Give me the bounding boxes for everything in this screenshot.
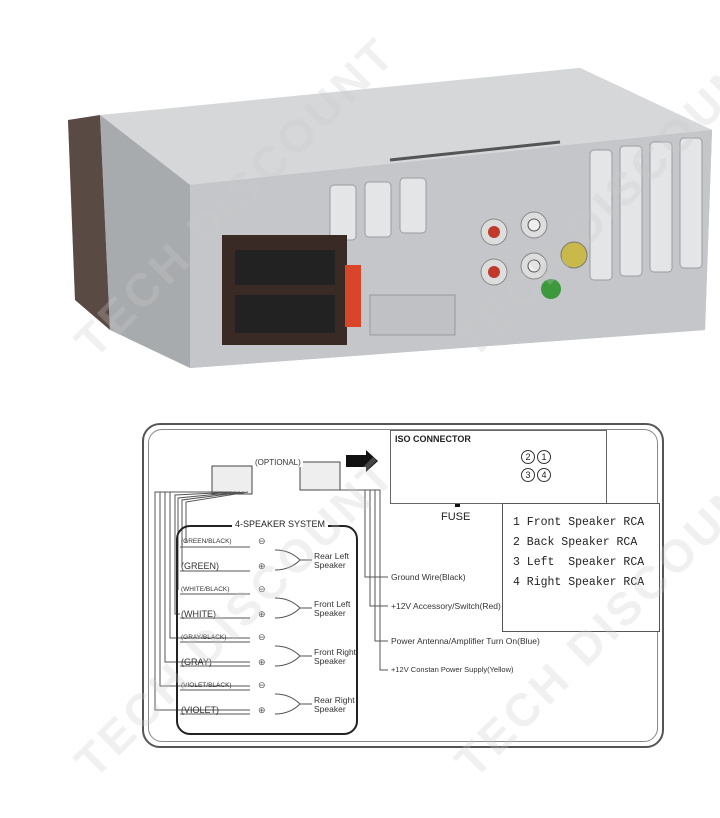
- output-wire-label: Ground Wire(Black): [391, 572, 466, 582]
- minus-icon: ⊖: [258, 680, 266, 690]
- plus-icon: ⊕: [258, 609, 266, 619]
- arrow-right-icon: [346, 450, 378, 472]
- rca-legend-item: 3 Left Speaker RCA: [513, 556, 645, 569]
- plus-icon: ⊕: [258, 705, 266, 715]
- wiring-diagram-frame: [142, 423, 664, 748]
- car-radio-photo: [68, 68, 712, 368]
- rca-number: 3: [521, 468, 535, 482]
- rca-number: 1: [537, 450, 551, 464]
- rca-legend-item: 1 Front Speaker RCA: [513, 516, 645, 529]
- output-wire-label: Power Antenna/Amplifier Turn On(Blue): [391, 636, 540, 646]
- fuse: [345, 265, 361, 327]
- front-panel-edge: [68, 115, 110, 330]
- rca-legend-item: 2 Back Speaker RCA: [513, 536, 638, 549]
- output-wire-label: +12V Constan Power Supply(Yellow): [391, 665, 514, 674]
- wire-label: (VIOLET/BLACK): [181, 682, 232, 689]
- rca-jacks: [480, 211, 548, 286]
- wire-label: (GRAY): [181, 657, 212, 667]
- wire-label: (WHITE): [181, 609, 216, 619]
- minus-icon: ⊖: [258, 536, 266, 546]
- qc-sticker: [541, 279, 561, 299]
- minus-icon: ⊖: [258, 584, 266, 594]
- wire-label: (VIOLET): [181, 705, 220, 715]
- wire-label: (WHITE/BLACK): [181, 586, 230, 593]
- output-wire-label: +12V Accessory/Switch(Red): [391, 601, 501, 611]
- iso-connector-title: ISO CONNECTOR: [395, 434, 471, 444]
- plus-icon: ⊕: [258, 561, 266, 571]
- rca-number: 4: [537, 468, 551, 482]
- antenna-socket: [560, 241, 588, 269]
- rca-legend-box: 1 Front Speaker RCA 2 Back Speaker RCA 3…: [502, 503, 660, 632]
- fuse-label: FUSE: [441, 511, 471, 523]
- rca-legend-item: 4 Right Speaker RCA: [513, 576, 645, 589]
- wire-label: (GREEN): [181, 561, 219, 571]
- wire-label: (GRAY/BLACK): [181, 634, 227, 641]
- wire-label: (GREEN/BLACK): [181, 538, 232, 545]
- plus-icon: ⊕: [258, 657, 266, 667]
- minus-icon: ⊖: [258, 632, 266, 642]
- rca-number: 2: [521, 450, 535, 464]
- optional-label: (OPTIONAL): [253, 458, 303, 467]
- iso-connector-box: ISO CONNECTOR: [390, 430, 607, 504]
- speaker-system-title: 4-SPEAKER SYSTEM: [232, 519, 329, 529]
